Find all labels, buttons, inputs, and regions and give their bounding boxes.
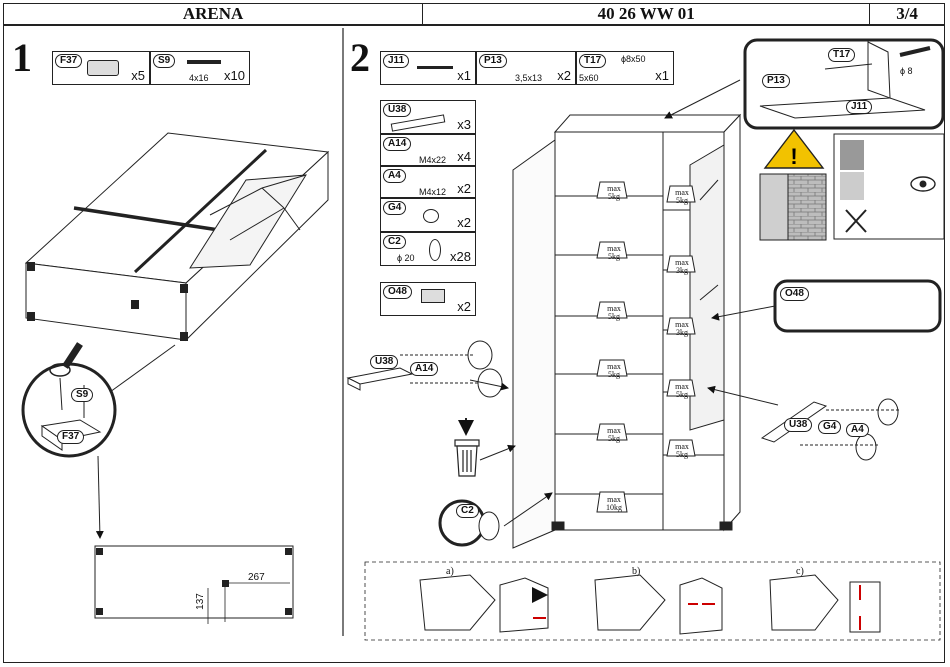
part-spec: 5x60: [579, 73, 599, 83]
glide-pad-icon: [87, 60, 119, 76]
part-box-f37: F37 x5: [52, 51, 150, 85]
part-spec: 3,5x13: [515, 73, 543, 83]
glide-pads: [27, 262, 188, 341]
bracket-icon: [417, 66, 453, 69]
washer-icon: [423, 209, 439, 223]
part-box-o48: O48 x2: [380, 282, 476, 316]
part-spec: M4x12: [419, 187, 447, 197]
zoom-tag-s9: S9: [71, 388, 94, 402]
part-box-a14: A14 M4x22 x4: [380, 134, 476, 166]
callout-o48: O48: [780, 287, 809, 301]
part-qty: x2: [457, 299, 471, 314]
product-code: 40 26 WW 01: [423, 4, 871, 24]
callout-g4-right: G4: [818, 420, 842, 434]
part-tag: F37: [55, 54, 83, 68]
part-qty: x3: [457, 117, 471, 132]
part-box-s9: S9 4x16 x10: [150, 51, 250, 85]
part-tag: P13: [479, 54, 507, 68]
part-box-a4: A4 M4x12 x2: [380, 166, 476, 198]
part-box-u38: U38 x3: [380, 100, 476, 134]
product-title: ARENA: [4, 4, 424, 24]
bottom-plan: [94, 545, 294, 619]
zoom-tag-f37: F37: [57, 430, 85, 444]
hinge-step-b: b): [632, 566, 641, 577]
part-qty: x1: [655, 68, 669, 83]
callout-u38-right: U38: [784, 418, 813, 432]
part-qty: x5: [131, 68, 145, 83]
wall-tag-j11: J11: [846, 100, 873, 114]
part-tag: T17: [579, 54, 607, 68]
part-box-c2: C2 ϕ 20 x28: [380, 232, 476, 266]
part-tag: U38: [383, 103, 412, 117]
part-tag: S9: [153, 54, 176, 68]
part-spec: ϕ 20: [397, 253, 415, 263]
callout-a4-right: A4: [846, 423, 869, 437]
callout-u38-left: U38: [370, 355, 399, 369]
part-qty: x10: [224, 68, 245, 83]
part-spec: 4x16: [189, 73, 209, 83]
cabinet-standing: [512, 113, 742, 549]
part-box-t17: T17 ϕ8x50 5x60 x1: [576, 51, 674, 85]
handle-left-detail: [346, 340, 503, 398]
part-qty: x2: [457, 215, 471, 230]
part-qty: x28: [450, 249, 471, 264]
screw-icon: [187, 60, 221, 64]
warning-icon: !: [763, 128, 825, 169]
part-qty: x4: [457, 149, 471, 164]
cap-icon: [429, 239, 441, 261]
part-tag: J11: [383, 54, 410, 68]
page-number: 3/4: [896, 4, 918, 23]
callout-a14-left: A14: [410, 362, 439, 376]
svg-text:!: !: [790, 144, 797, 169]
part-tag: A14: [383, 137, 412, 151]
callout-c2: C2: [456, 504, 479, 518]
part-box-g4: G4 x2: [380, 198, 476, 232]
part-spec: M4x22: [419, 155, 447, 165]
step-1-number: 1: [12, 35, 32, 80]
part-qty: x1: [457, 68, 471, 83]
dimension-267: 267: [248, 572, 265, 583]
shelf-weight-icons: [596, 181, 696, 513]
part-tag: G4: [383, 201, 407, 215]
step-2-number: 2: [350, 35, 370, 80]
part-qty: x2: [557, 68, 571, 83]
trash-bin-icon: [454, 418, 480, 477]
dimension-137: 137: [194, 593, 206, 610]
page-header: ARENA 40 26 WW 01 3/4: [3, 3, 945, 25]
led-light-icon: [421, 289, 445, 303]
part-qty: x2: [457, 181, 471, 196]
part-tag: A4: [383, 169, 406, 183]
wall-dowel-diam: ϕ 8: [900, 66, 913, 76]
cabinet-lying-flat: [24, 132, 330, 342]
hinge-step-a: a): [446, 566, 454, 577]
wall-tag-t17: T17: [828, 48, 856, 62]
part-tag: O48: [383, 285, 412, 299]
hinge-step-c: c): [796, 566, 804, 577]
part-box-j11: J11 x1: [380, 51, 476, 85]
part-spec-dowel: ϕ8x50: [621, 54, 646, 64]
instruction-frame: [3, 25, 945, 663]
wall-tag-p13: P13: [762, 74, 790, 88]
part-box-p13: P13 3,5x13 x2: [476, 51, 576, 85]
part-tag: C2: [383, 235, 406, 249]
